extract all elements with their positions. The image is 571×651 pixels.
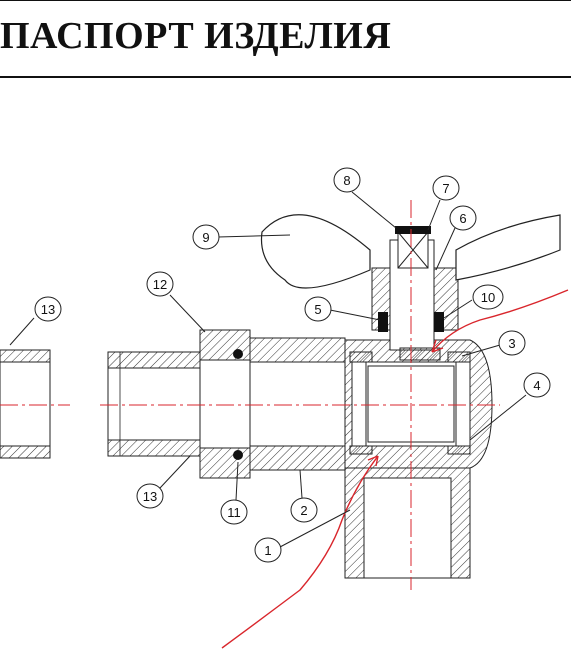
callout-3: 3 <box>508 336 515 351</box>
header-divider <box>0 76 571 78</box>
callout-2: 2 <box>300 503 307 518</box>
red-markup-arrows <box>221 289 569 649</box>
callout-9: 9 <box>202 230 209 245</box>
callout-10: 10 <box>481 290 495 305</box>
center-axis-lines <box>0 200 500 590</box>
valve-body <box>107 329 493 579</box>
part-callouts: 13 12 13 11 2 1 9 8 7 <box>9 167 551 563</box>
callout-13-left: 13 <box>41 302 55 317</box>
callout-13: 13 <box>143 489 157 504</box>
callout-5: 5 <box>314 302 321 317</box>
callout-12: 12 <box>153 277 167 292</box>
page-title: ПАСПОРТ ИЗДЕЛИЯ <box>0 15 392 57</box>
callout-6: 6 <box>459 211 466 226</box>
callout-11: 11 <box>227 505 241 520</box>
callout-4: 4 <box>533 378 540 393</box>
butterfly-handle <box>260 214 371 289</box>
left-pipe-fragment <box>0 349 51 459</box>
callout-7: 7 <box>442 181 449 196</box>
callout-1: 1 <box>264 543 271 558</box>
callout-8: 8 <box>343 173 350 188</box>
document-header: ПАСПОРТ ИЗДЕЛИЯ <box>0 2 571 76</box>
valve-stem <box>371 226 459 361</box>
top-border <box>0 0 571 1</box>
